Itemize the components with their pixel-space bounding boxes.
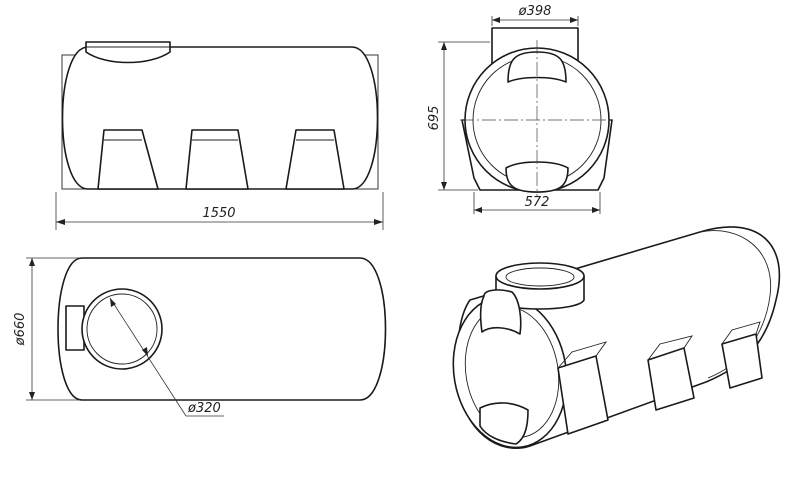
iso-neck-rim <box>495 262 585 290</box>
iso-bottom-lug <box>479 402 529 445</box>
side-view-feet <box>97 129 345 190</box>
top-view-hatch-inner <box>86 293 158 365</box>
height-dimension-label: 695 <box>427 106 442 131</box>
top-view-hatch-outer <box>81 288 163 370</box>
length-dimension-label: 1550 <box>202 206 235 221</box>
side-view: 1550 <box>55 41 384 230</box>
hatch-diameter-label: ø320 <box>187 401 221 416</box>
width-dimension-label: 572 <box>525 195 550 210</box>
iso-feet <box>557 321 763 435</box>
top-view-neck-stub <box>65 305 85 351</box>
neck-diameter-label: ø398 <box>518 4 552 19</box>
end-view: 572 ø398 695 <box>427 4 614 214</box>
tank-diameter-label: ø660 <box>13 313 28 347</box>
isometric-view <box>452 226 781 449</box>
iso-top-lug <box>479 289 522 335</box>
top-view: ø320 ø660 <box>13 257 387 417</box>
